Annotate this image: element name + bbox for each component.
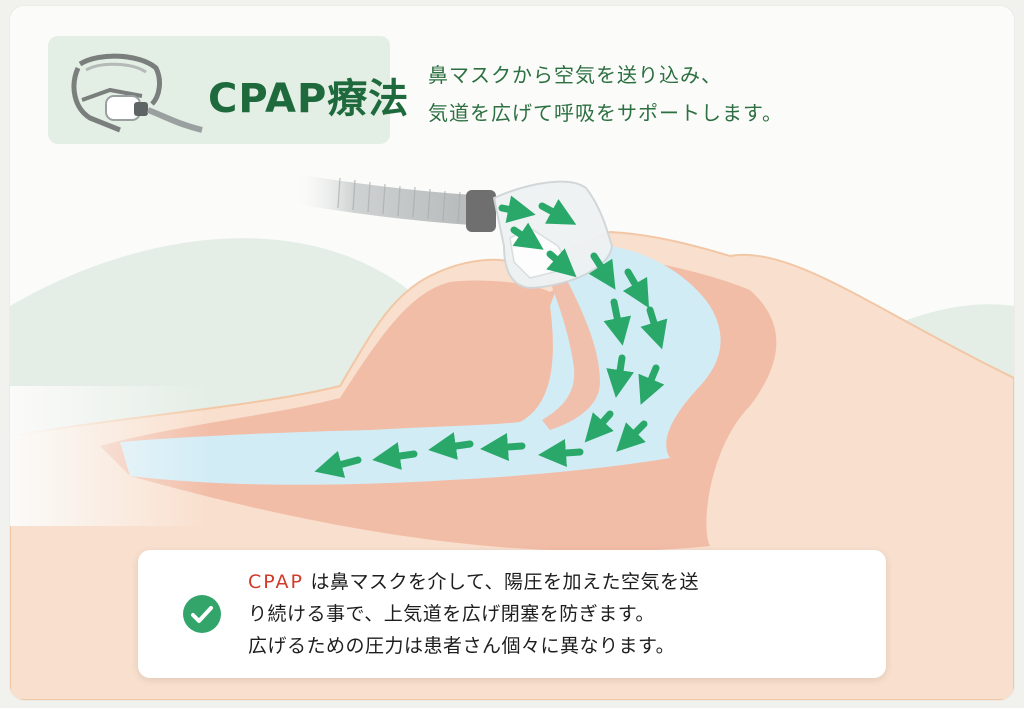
intro-line-1: 鼻マスクから空気を送り込み、 bbox=[428, 63, 722, 87]
note-card: CPAP は鼻マスクを介して、陽圧を加えた空気を送 り続ける事で、上気道を広げ閉… bbox=[138, 550, 886, 678]
airflow-arrows bbox=[314, 195, 668, 478]
cpap-mask-icon bbox=[71, 53, 203, 133]
cpap-highlight: CPAP bbox=[248, 571, 304, 593]
title-box: CPAP療法 bbox=[48, 36, 408, 144]
intro-line-2: 気道を広げて呼吸をサポートします。 bbox=[428, 101, 783, 125]
note-line-2: り続ける事で、上気道を広げ閉塞を防ぎます。 bbox=[248, 603, 655, 625]
palate bbox=[542, 276, 600, 430]
note-line-1: CPAP は鼻マスクを介して、陽圧を加えた空気を送 bbox=[248, 566, 878, 598]
hose-connector bbox=[466, 190, 496, 232]
note-line-3: 広げるための圧力は患者さん個々に異なります。 bbox=[248, 635, 676, 657]
note-line-1-rest: は鼻マスクを介して、陽圧を加えた空気を送 bbox=[303, 571, 699, 593]
check-circle-icon bbox=[183, 595, 221, 633]
cpap-hose bbox=[287, 173, 473, 225]
page-title: CPAP療法 bbox=[208, 76, 410, 122]
intro-text: 鼻マスクから空気を送り込み、 気道を広げて呼吸をサポートします。 bbox=[428, 56, 848, 132]
diagram-page: CPAP療法 鼻マスクから空気を送り込み、 気道を広げて呼吸をサポートします。 … bbox=[10, 6, 1014, 700]
note-text: CPAP は鼻マスクを介して、陽圧を加えた空気を送 り続ける事で、上気道を広げ閉… bbox=[248, 566, 878, 662]
